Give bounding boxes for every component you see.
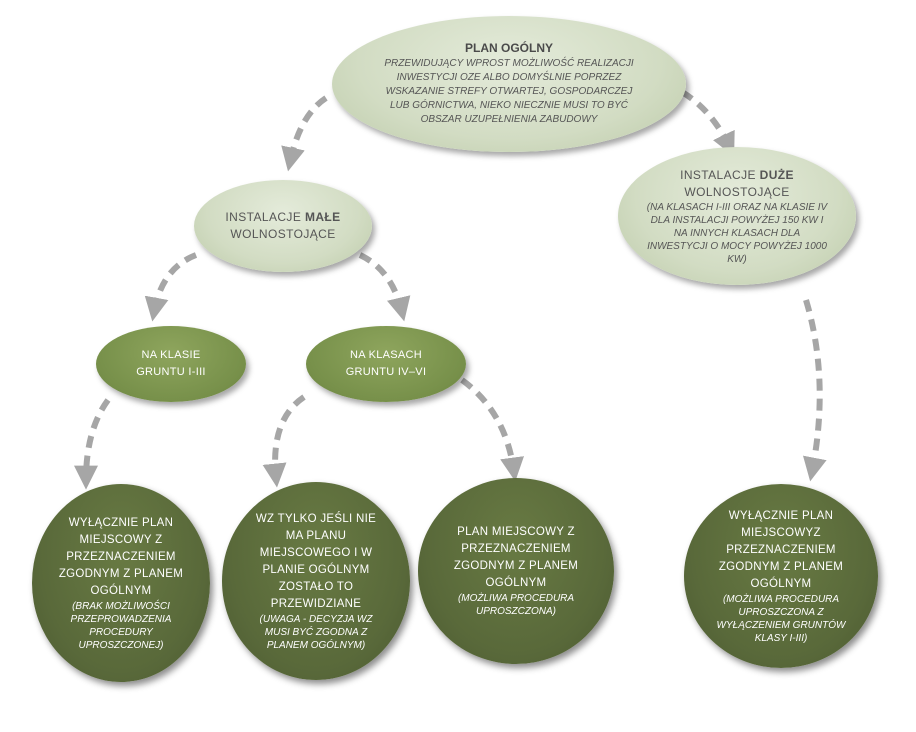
node-small-installations: INSTALACJE MAŁE WOLNOSTOJĄCE [194,180,372,272]
arrow-class-1-3-to-outcome1 [74,398,111,490]
outcome4-note: (MOŻLIWA PROCEDURA UPROSZCZONA Z WYŁĄCZE… [716,593,846,644]
node-outcome-large-local-plan: WYŁĄCZNIE PLAN MIEJSCOWYZ PRZEZNACZENIEM… [684,484,878,668]
node-outcome-local-plan-only: WYŁĄCZNIE PLAN MIEJSCOWY Z PRZEZNACZENIE… [32,484,210,682]
arrow-root-to-large [680,89,735,157]
arrow-class-4-6-to-outcome3 [460,377,524,482]
class-1-3-label: NA KLASIE GRUNTU I-III [136,349,206,378]
root-title: PLAN OGÓLNY [464,41,553,55]
large-installations-note: (NA KLASACH I-III ORAZ NA KLASIE IV DLA … [646,201,828,265]
class-4-6-label: NA KLASACH GRUNTU IV–VI [345,349,427,378]
outcome2-main: WZ TYLKO JEŚLI NIE MA PLANU MIEJSCOWEGO … [255,512,377,610]
arrow-small-to-class-4-6 [358,252,411,322]
node-outcome-wz: WZ TYLKO JEŚLI NIE MA PLANU MIEJSCOWEGO … [222,482,410,680]
root-node-plan-ogolny: PLAN OGÓLNY PRZEWIDUJĄCY WPROST MOŻLIWOŚ… [332,16,686,152]
node-class-4-6: NA KLASACH GRUNTU IV–VI [306,326,466,402]
small-installations-suffix: WOLNOSTOJĄCE [230,227,336,241]
arrow-large-to-outcome4 [802,299,827,482]
node-large-installations: INSTALACJE DUŻE WOLNOSTOJĄCE (NA KLASACH… [618,147,856,285]
arrow-root-to-small [281,95,328,172]
large-installations-suffix: WOLNOSTOJĄCE [684,184,790,199]
root-description: PRZEWIDUJĄCY WPROST MOŻLIWOŚĆ REALIZACJI… [384,58,634,125]
outcome2-note: (UWAGA - DECYZJA WZ MUSI BYĆ ZGODNA Z PL… [259,613,373,651]
arrow-class-4-6-to-outcome2 [262,394,306,488]
small-installations-label: INSTALACJE MAŁE [225,210,341,224]
outcome1-main: WYŁĄCZNIE PLAN MIEJSCOWY Z PRZEZNACZENIE… [58,516,184,597]
outcome1-note: (BRAK MOŻLIWOŚCI PRZEPROWADZENIA PROCEDU… [70,600,172,651]
node-class-1-3: NA KLASIE GRUNTU I-III [96,326,246,402]
outcome3-main: PLAN MIEJSCOWY Z PRZEZNACZENIEM ZGODNYM … [453,526,579,589]
arrow-small-to-class-1-3 [144,252,198,322]
outcome3-note: (MOŻLIWA PROCEDURA UPROSZCZONA) [457,593,575,617]
outcome4-main: WYŁĄCZNIE PLAN MIEJSCOWYZ PRZEZNACZENIEM… [718,509,844,590]
large-installations-label: INSTALACJE DUŻE [680,167,794,182]
node-outcome-local-plan-simplified: PLAN MIEJSCOWY Z PRZEZNACZENIEM ZGODNYM … [418,478,614,664]
